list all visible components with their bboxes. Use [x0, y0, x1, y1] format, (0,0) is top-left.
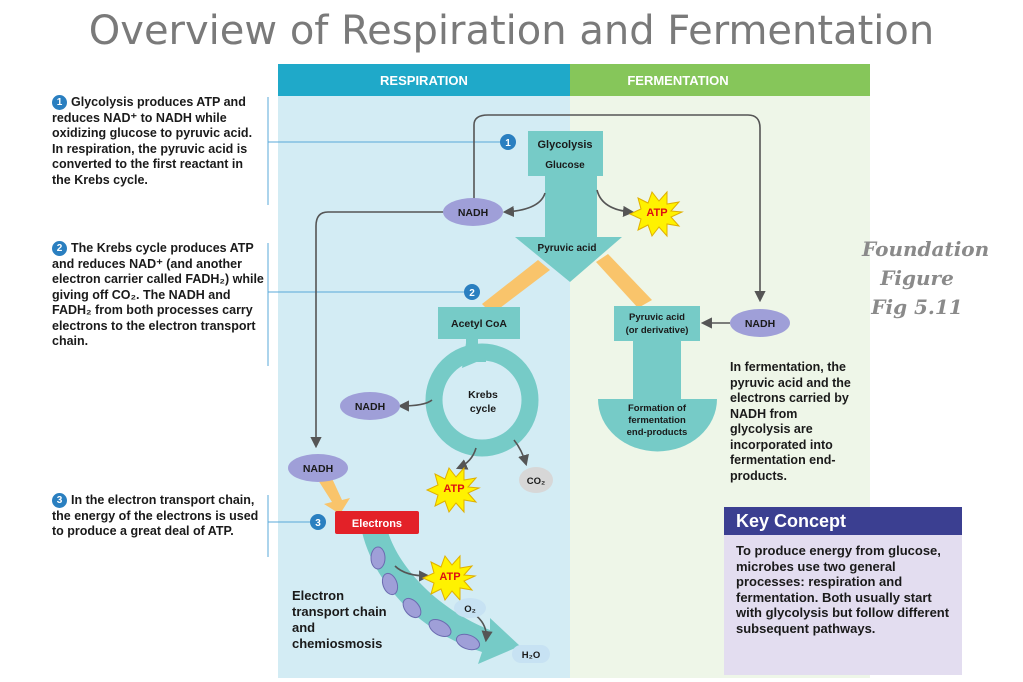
fermentation-stem — [633, 341, 681, 399]
glucose-label: Glucose — [545, 160, 585, 171]
nadh-fermentation — [730, 309, 790, 337]
pyruvate-to-acetyl-arrow — [482, 260, 550, 314]
foundation-line2: Figure — [880, 266, 954, 290]
foundation-line1: Foundation — [862, 237, 990, 261]
nadh-glycolysis — [443, 198, 503, 226]
diagram-step-2-number: 2 — [469, 288, 475, 299]
electrons-box — [335, 511, 419, 534]
step-3-description: In the electron transport chain, the ene… — [52, 493, 259, 538]
atp-etc-label: ATP — [439, 571, 460, 583]
etc-carrier-4 — [428, 618, 452, 638]
arrow-nadh-loop-to-fermentation — [473, 114, 766, 303]
water-bubble — [512, 645, 550, 663]
arrow-glycolysis-to-nadh-left — [502, 192, 546, 218]
foundation-line3: Fig 5.11 — [871, 295, 963, 319]
arrow-glycolysis-to-atp — [596, 189, 635, 217]
diagram-step-3-marker — [310, 514, 326, 530]
electron-transport-label: Electron transport chain and chemiosmosi… — [292, 588, 387, 651]
co2-bubble — [519, 467, 553, 493]
krebs-cycle-ring — [425, 343, 539, 457]
nadh-krebs-label: NADH — [355, 401, 385, 413]
o2-bubble — [454, 598, 486, 618]
krebs-cycle-arrowhead — [462, 343, 486, 368]
nadh-etc — [288, 454, 348, 482]
fermentation-header: FERMENTATION — [627, 73, 728, 88]
fermentation-end-products-bowl — [598, 399, 717, 452]
diagram-step-1-marker — [500, 134, 516, 150]
pyruvic-acid-label: Pyruvic acid — [538, 243, 597, 254]
pyruvic-derivative-box — [614, 306, 700, 341]
arrow-etc-to-atp — [394, 565, 431, 582]
arrow-krebs-to-atp — [455, 447, 477, 470]
key-concept-text: To produce energy from glucose, microbes… — [724, 535, 962, 675]
etc-carrier-5 — [455, 633, 481, 651]
etc-carrier-2 — [381, 572, 399, 596]
krebs-label-line1: Krebs — [468, 389, 498, 401]
arrow-krebs-to-nadh — [397, 399, 433, 412]
diagram-step-3-number: 3 — [315, 518, 321, 529]
co2-label: CO₂ — [527, 476, 545, 487]
step-2-number: 2 — [52, 241, 67, 256]
acetyl-coa-label: Acetyl CoA — [451, 318, 507, 330]
electron-transport-band — [362, 532, 520, 664]
nadh-krebs — [340, 392, 400, 420]
pyruvic-derivative-line2: (or derivative) — [626, 325, 689, 336]
acetyl-coa-box — [438, 307, 520, 339]
respiration-header: RESPIRATION — [380, 73, 468, 88]
glycolysis-down-arrow — [515, 176, 622, 282]
formation-line3: end-products — [627, 427, 688, 438]
atp-burst-krebs — [425, 466, 481, 514]
formation-line1: Formation of — [628, 403, 687, 414]
step-3-number: 3 — [52, 493, 67, 508]
slide-title: Overview of Respiration and Fermentation — [88, 8, 935, 54]
water-label: H₂O — [522, 650, 540, 661]
glycolysis-box — [528, 131, 603, 176]
step-1-number: 1 — [52, 95, 67, 110]
atp-glycolysis-label: ATP — [646, 207, 667, 219]
arrow-nadh-to-etc — [310, 211, 444, 449]
glycolysis-label: Glycolysis — [537, 139, 592, 151]
step-2-description: The Krebs cycle produces ATP and reduces… — [52, 241, 264, 348]
diagram-step-1-number: 1 — [505, 138, 511, 149]
krebs-label-line2: cycle — [470, 403, 496, 415]
etc-carrier-3 — [402, 597, 422, 619]
foundation-figure-label: Foundation Figure Fig 5.11 — [862, 235, 990, 322]
etc-carrier-1 — [370, 546, 386, 570]
pyruvic-derivative-line1: Pyruvic acid — [629, 312, 685, 323]
pyruvate-to-fermentation-arrow — [596, 254, 652, 308]
atp-burst-glycolysis — [628, 190, 684, 238]
nadh-etc-label: NADH — [303, 463, 333, 475]
respiration-header-bar — [278, 64, 570, 96]
step-1-description: Glycolysis produces ATP and reduces NAD⁺… — [52, 95, 253, 187]
formation-line2: fermentation — [628, 415, 686, 426]
arrow-krebs-to-co2 — [513, 439, 529, 467]
fermentation-description: In fermentation, the pyruvic acid and th… — [730, 360, 851, 483]
electrons-label: Electrons — [352, 518, 402, 530]
atp-burst-etc — [421, 554, 477, 602]
atp-krebs-label: ATP — [443, 483, 464, 495]
key-concept-heading: Key Concept — [724, 507, 962, 535]
nadh-glycolysis-label: NADH — [458, 207, 488, 219]
o2-label: O₂ — [464, 604, 476, 615]
fermentation-header-bar — [570, 64, 870, 96]
nadh-to-electrons-arrow — [318, 474, 350, 514]
diagram-step-2-marker — [464, 284, 480, 300]
nadh-fermentation-label: NADH — [745, 318, 775, 330]
